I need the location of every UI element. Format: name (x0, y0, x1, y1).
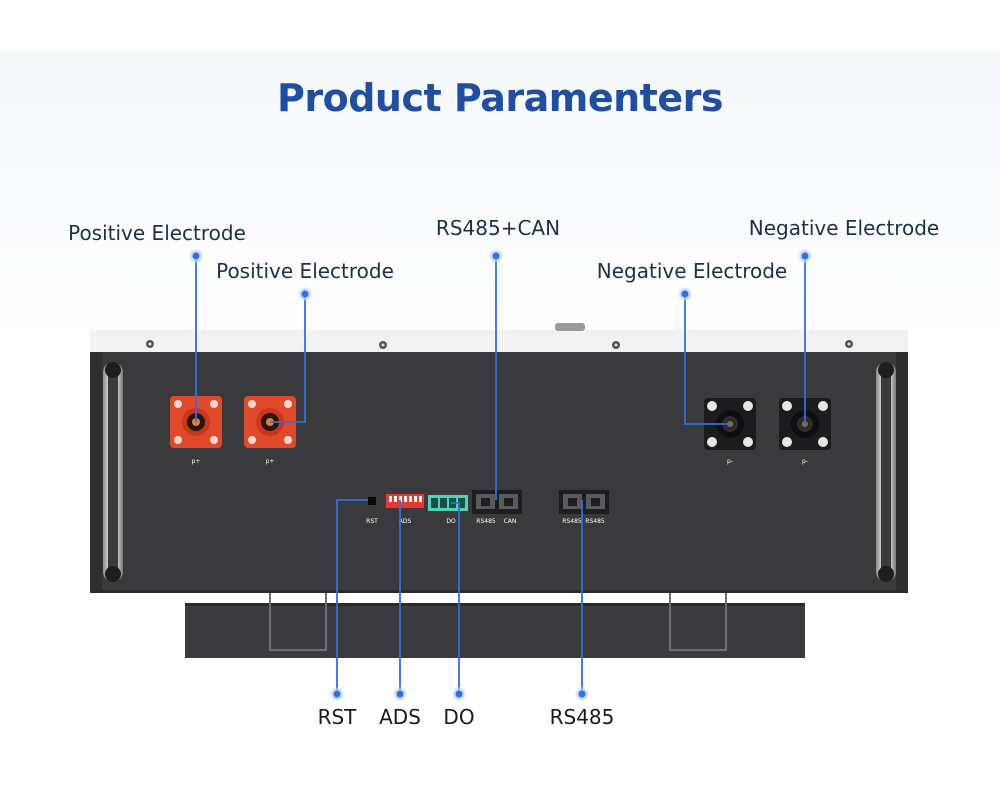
p-minus-label: p- (802, 458, 808, 465)
label-negative-electrode-2: Negative Electrode (748, 216, 940, 240)
do-connector (428, 495, 468, 511)
right-handle (876, 362, 896, 582)
label-rs485-can: RS485+CAN (435, 216, 561, 240)
ads-dip-switch (386, 494, 424, 508)
screw-icon (379, 341, 387, 349)
port-label: RS485 (585, 518, 605, 525)
label-do: DO (443, 705, 475, 729)
leader-lines (195, 256, 806, 694)
mounting-bracket (185, 589, 805, 658)
label-rs485: RS485 (549, 705, 615, 729)
p-minus-label: p- (727, 458, 733, 465)
port-label: RS485 (476, 518, 496, 525)
screw-icon (146, 340, 154, 348)
label-ads: ADS (379, 705, 421, 729)
rs485-ports (559, 490, 609, 514)
label-rst: RST (317, 705, 357, 729)
port-label: RS485 (562, 518, 582, 525)
label-negative-electrode-1: Negative Electrode (596, 259, 788, 283)
p-plus-label: p+ (266, 458, 275, 465)
rs485-can-ports (472, 490, 522, 514)
top-cover (90, 323, 908, 354)
screw-icon (612, 341, 620, 349)
front-panel (90, 352, 908, 592)
left-handle (103, 362, 123, 582)
rst-button (368, 497, 376, 505)
p-plus-label: p+ (192, 458, 201, 465)
screw-icon (845, 340, 853, 348)
label-positive-electrode-1: Positive Electrode (68, 221, 246, 245)
label-positive-electrode-2: Positive Electrode (216, 259, 394, 283)
ads-panel-label: ADS (399, 518, 412, 525)
do-panel-label: DO (446, 518, 456, 525)
callout-dots (189, 249, 812, 701)
page-title: Product Paramenters (277, 76, 723, 120)
port-label: CAN (504, 518, 517, 525)
rst-panel-label: RST (366, 518, 378, 525)
